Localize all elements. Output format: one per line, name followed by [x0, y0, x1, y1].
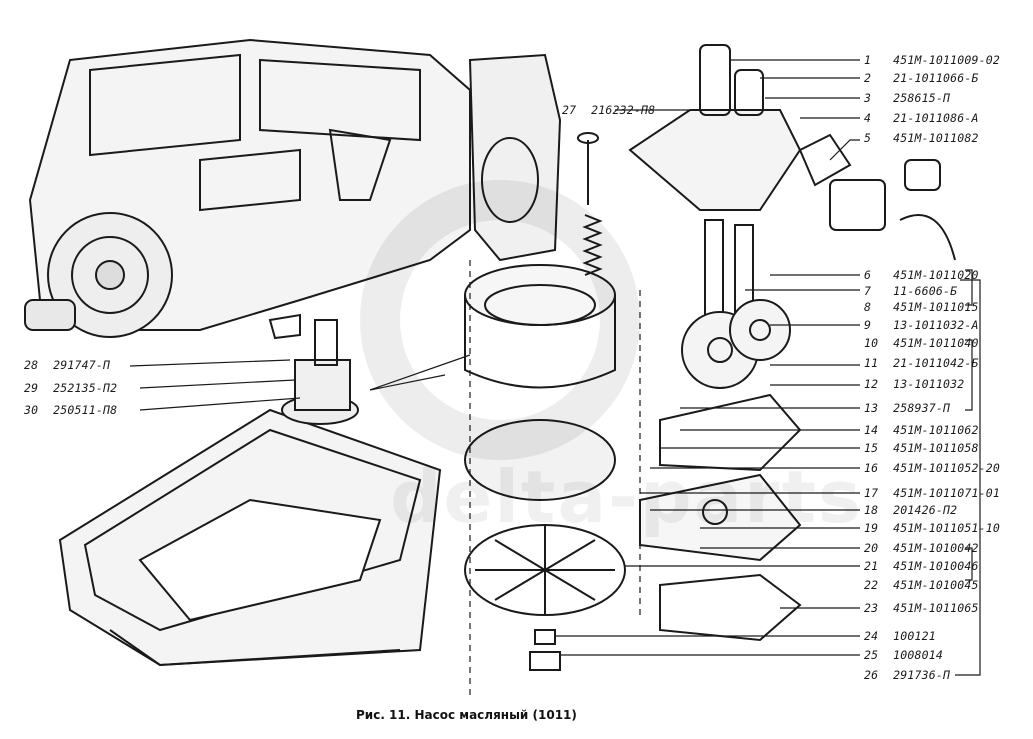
part-label: 17 451М-1011071-01	[864, 486, 1000, 500]
part-label: 23 451М-1011065	[864, 601, 979, 615]
part-label: 2 21-1011066-Б	[864, 71, 979, 85]
part-label: 10 451М-1011040	[864, 336, 979, 350]
part-label: 13 258937-П	[864, 401, 951, 415]
part-label: 22 451М-1010045	[864, 578, 979, 592]
part-label: 24 100121	[864, 629, 936, 643]
part-label: 11 21-1011042-Б	[864, 356, 979, 370]
part-label: 19 451М-1011051-10	[864, 521, 1000, 535]
part-label: 15 451М-1011058	[864, 441, 979, 455]
part-label: 8 451М-1011015	[864, 300, 979, 314]
part-label: 16 451М-1011052-20	[864, 461, 1000, 475]
gears-and-shafts-drawing	[681, 219, 791, 389]
part-label: 27 216232-П8	[562, 103, 656, 117]
pump-in-situ-drawing	[268, 313, 359, 425]
part-label: 9 13-1011032-А	[864, 318, 979, 332]
part-label: 25 1008014	[864, 648, 943, 662]
part-label: 7 11-6606-Б	[864, 284, 958, 298]
part-label: 30 250511-П8	[24, 403, 118, 417]
watermark-logo	[360, 180, 640, 460]
watermark-text: delta-parts	[390, 455, 863, 539]
part-label: 1 451М-1011009-02	[864, 53, 1000, 67]
part-label: 20 451М-1010042	[864, 541, 979, 555]
engine-block-drawing	[24, 38, 562, 338]
part-label: 28 291747-П	[24, 358, 111, 372]
part-label: 29 252135-П2	[24, 381, 118, 395]
part-label: 4 21-1011086-А	[864, 111, 979, 125]
part-label: 5 451М-1011082	[864, 131, 979, 145]
leader-lines	[129, 59, 981, 700]
part-label: 14 451М-1011062	[864, 423, 979, 437]
part-label: 6 451М-1011020	[864, 268, 979, 282]
part-label: 18 201426-П2	[864, 503, 958, 517]
figure-caption: Рис. 11. Насос масляный (1011)	[356, 708, 577, 722]
gaskets-and-plates-drawing	[464, 393, 802, 671]
part-label: 12 13-1011032	[864, 377, 965, 391]
part-label: 3 258615-П	[864, 91, 951, 105]
oil-pan-drawing	[58, 408, 442, 667]
pump-housing-drawing	[464, 132, 616, 389]
part-label: 21 451М-1010046	[864, 559, 979, 573]
part-label: 26 291736-П	[864, 668, 951, 682]
